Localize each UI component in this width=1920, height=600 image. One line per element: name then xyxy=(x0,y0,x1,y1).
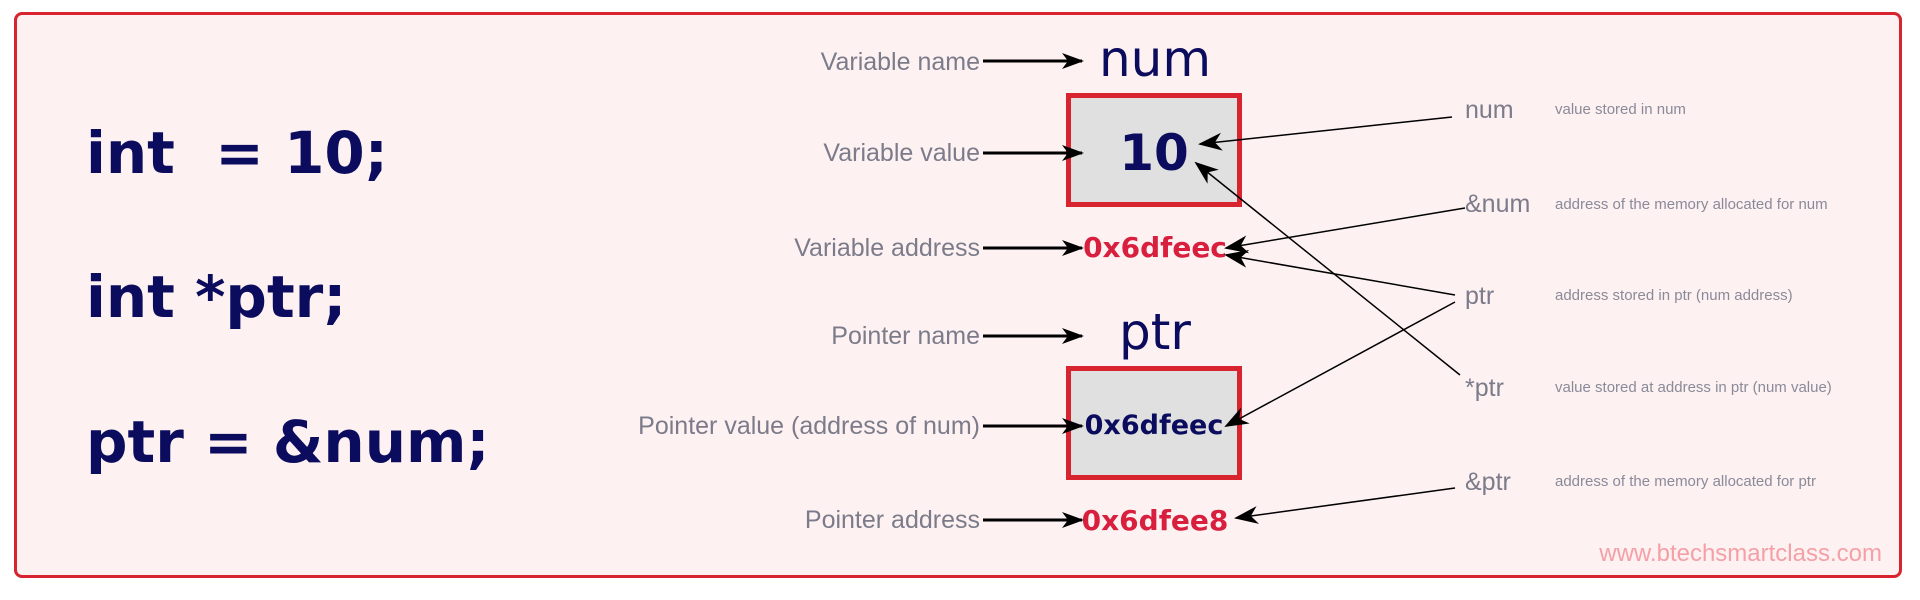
label-pointer-address: Pointer address xyxy=(804,506,980,534)
watermark: www.btechsmartclass.com xyxy=(1599,540,1882,567)
expr-deref-ptr: *ptr xyxy=(1465,374,1504,402)
expr-ptr: ptr xyxy=(1465,282,1495,310)
arrow-ptr-to-pointer-value xyxy=(1224,301,1456,427)
desc-deref-ptr: value stored at address in ptr (num valu… xyxy=(1555,379,1832,396)
pointer-memory-box xyxy=(1066,366,1242,480)
arrow-address-of-ptr-to-pointer-address xyxy=(1234,487,1456,524)
pointer-address: 0x6dfee8 xyxy=(1081,504,1229,537)
expr-num: num xyxy=(1465,96,1514,124)
code-line-declare-num: int = 10; xyxy=(86,119,388,187)
expr-address-of-ptr: &ptr xyxy=(1465,468,1511,496)
arrow-num-to-value xyxy=(1198,116,1453,151)
label-variable-value: Variable value xyxy=(823,139,980,167)
code-line-assign-ptr: ptr = &num; xyxy=(86,408,490,476)
desc-address-of-ptr: address of the memory allocated for ptr xyxy=(1555,473,1816,490)
arrow-address-of-num-to-address xyxy=(1224,207,1466,254)
variable-address: 0x6dfeec xyxy=(1083,231,1227,264)
diagram-frame xyxy=(14,12,1902,578)
expr-address-of-num: &num xyxy=(1465,190,1531,218)
label-pointer-value: Pointer value (address of num) xyxy=(638,412,980,440)
desc-num: value stored in num xyxy=(1555,101,1686,118)
pointer-value: 0x6dfeec xyxy=(1084,410,1224,441)
label-pointer-name: Pointer name xyxy=(831,322,980,350)
variable-value: 10 xyxy=(1119,124,1189,182)
desc-address-of-num: address of the memory allocated for num xyxy=(1555,196,1828,213)
variable-name: num xyxy=(1098,30,1212,88)
code-line-declare-ptr: int *ptr; xyxy=(86,263,347,331)
label-variable-address: Variable address xyxy=(794,234,980,262)
desc-ptr: address stored in ptr (num address) xyxy=(1555,287,1793,304)
arrow-deref-ptr-to-value xyxy=(1194,161,1461,376)
pointer-name: ptr xyxy=(1119,303,1191,361)
label-variable-name: Variable name xyxy=(820,48,980,76)
arrow-ptr-to-variable-address xyxy=(1224,249,1456,296)
